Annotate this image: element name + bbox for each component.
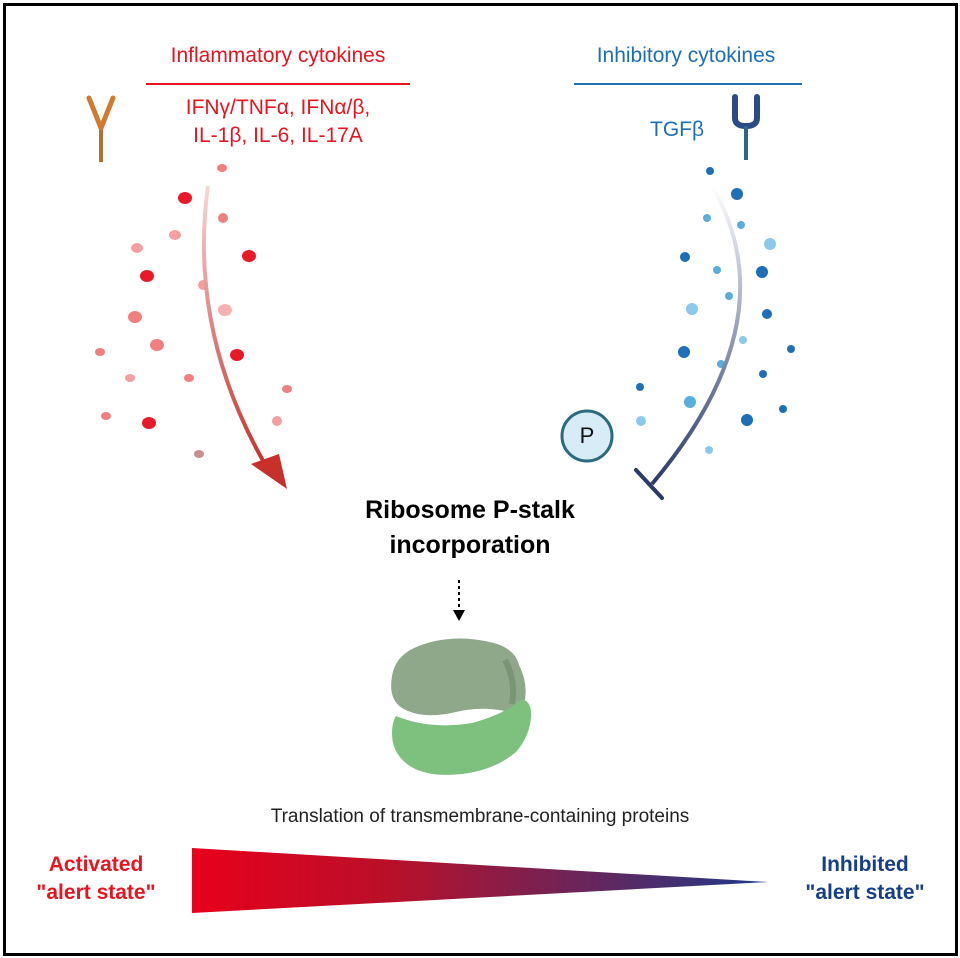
inflammatory-list-line2: IL-1β, IL-6, IL-17A xyxy=(193,124,363,147)
inhibition-arrow xyxy=(634,184,743,500)
inhibited-alert-state-label: Inhibited "alert state" xyxy=(780,851,950,907)
tgf-beta-label: TGFβ xyxy=(650,118,705,141)
activated-alert-state-label: Activated "alert state" xyxy=(6,851,186,907)
activation-arrow xyxy=(201,185,287,489)
inflammatory-cytokines-list: IFNγ/TNFα, IFNα/β, IL-1β, IL-6, IL-17A xyxy=(138,94,418,150)
inhibitory-signal-dots xyxy=(636,167,795,454)
inflammatory-signal-dots xyxy=(95,164,292,458)
tgf-beta-receptor-icon xyxy=(732,94,760,160)
dotted-arrow xyxy=(453,580,465,621)
activated-line1: Activated xyxy=(48,853,144,876)
translation-label: Translation of transmembrane-containing … xyxy=(270,806,690,827)
ribosome-large-subunit xyxy=(391,638,526,716)
figure-frame xyxy=(3,3,958,956)
ribosome-p-stalk-label: Ribosome P-stalk incorporation xyxy=(320,493,620,563)
inflammatory-list-line1: IFNγ/TNFα, IFNα/β, xyxy=(185,96,371,119)
y-shaped-receptor-icon xyxy=(86,95,116,162)
phosphate-circle-icon xyxy=(560,409,614,463)
ribosome-small-subunit xyxy=(392,699,532,775)
activated-line2: "alert state" xyxy=(36,881,156,904)
ribosome-label-line2: incorporation xyxy=(389,531,551,559)
inflammatory-cytokines-title: Inflammatory cytokines xyxy=(170,44,386,67)
alert-state-gradient-wedge xyxy=(192,848,768,913)
phosphate-label: P xyxy=(579,423,595,448)
ribosome-icon xyxy=(391,638,532,775)
ribosome-label-line1: Ribosome P-stalk xyxy=(365,496,575,524)
inhibited-line2: "alert state" xyxy=(805,881,925,904)
inhibitory-cytokines-title: Inhibitory cytokines xyxy=(596,44,776,67)
inhibited-line1: Inhibited xyxy=(821,853,909,876)
